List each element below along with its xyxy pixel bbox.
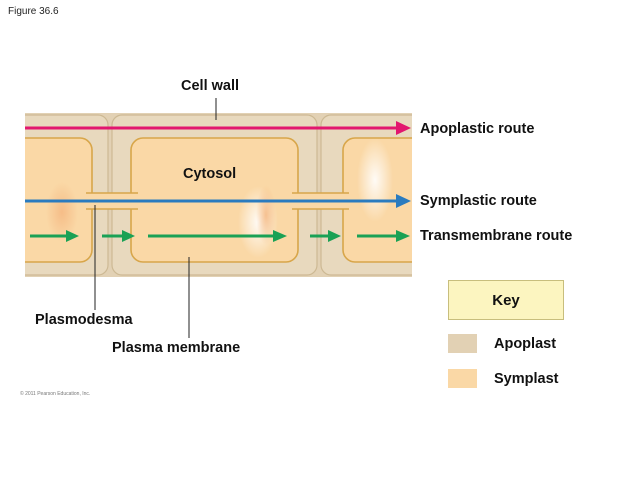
- copyright-notice: © 2011 Pearson Education, Inc.: [20, 391, 91, 397]
- symplastic-route-label: Symplastic route: [420, 193, 537, 209]
- apoplast-swatch: [448, 334, 477, 353]
- cell-wall-label: Cell wall: [181, 78, 240, 94]
- transmembrane-route-arrows: [30, 230, 410, 242]
- apoplastic-route-label: Apoplastic route: [420, 121, 535, 137]
- symplastic-route-arrow: [25, 194, 411, 208]
- apoplast-key-label: Apoplast: [494, 336, 557, 352]
- cytosol-label: Cytosol: [183, 166, 237, 182]
- plasma-membrane-label: Plasma membrane: [112, 340, 241, 356]
- plasmodesma-label: Plasmodesma: [35, 312, 133, 328]
- transmembrane-route-label: Transmembrane route: [420, 228, 573, 244]
- symplast-key-label: Symplast: [494, 371, 559, 387]
- key-title: Key: [492, 291, 520, 309]
- figure-label: Figure 36.6: [8, 6, 59, 17]
- apoplastic-route-arrow: [25, 121, 411, 135]
- tissue-section: [25, 113, 412, 277]
- symplast-swatch: [448, 369, 477, 388]
- key-title-box: Key: [448, 280, 564, 320]
